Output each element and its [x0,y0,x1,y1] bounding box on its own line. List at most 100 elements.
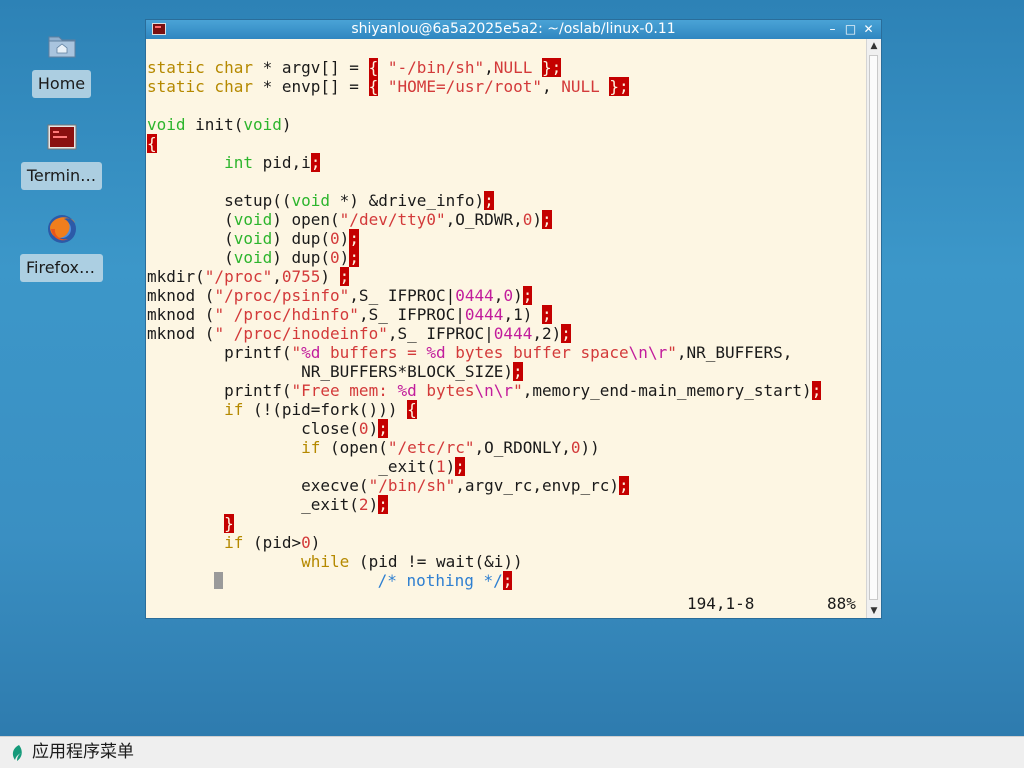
code-token: }; [541,58,562,77]
code-line: (void) dup(0); [147,248,821,267]
terminal-content[interactable]: static char * argv[] = { "-/bin/sh",NULL… [146,39,866,618]
code-token: void [233,248,273,267]
code-token [147,400,224,419]
desktop-icon-terminal[interactable]: Termin… [18,120,105,190]
terminal-icon [45,120,79,154]
code-token: %d [397,381,417,400]
code-token: 0 [330,248,340,267]
desktop-icon-label: Home [31,70,92,98]
code-token: ) [445,457,456,476]
code-token: ; [349,248,359,267]
code-token: }; [609,77,629,96]
code-token: (open( [320,438,388,457]
code-line [147,172,821,191]
terminal-window[interactable]: shiyanlou@6a5a2025e5a2: ~/oslab/linux-0.… [145,19,882,619]
code-token: void [291,191,331,210]
window-titlebar[interactable]: shiyanlou@6a5a2025e5a2: ~/oslab/linux-0.… [146,20,881,39]
code-token: ,S_ IFPROC| [358,305,465,324]
code-token: ; [378,419,388,438]
code-token: ( [147,248,234,267]
code-line: (void) open("/dev/tty0",O_RDWR,0); [147,210,821,229]
code-token: static char [147,77,253,96]
scrollbar-thumb[interactable] [869,55,878,600]
code-token: "/dev/tty0" [339,210,446,229]
code-token: static char [147,58,253,77]
code-token: ( [147,229,234,248]
code-token: mkdir( [147,267,205,286]
applications-menu-button[interactable]: 应用程序菜单 [0,737,142,768]
desktop-icon-label: Firefox … [20,254,103,282]
code-token: ) dup( [272,248,331,267]
firefox-icon [45,212,79,246]
window-title: shiyanlou@6a5a2025e5a2: ~/oslab/linux-0.… [351,21,676,37]
code-token: ; [484,191,494,210]
code-token: printf( [147,381,292,400]
code-token: void [243,115,282,134]
code-token: 0444 [493,324,533,343]
code-token: "Free mem: [291,381,398,400]
code-token: if [224,400,244,419]
code-token: NULL [493,58,533,77]
code-line: printf("%d buffers = %d bytes buffer spa… [147,343,821,362]
code-line: NR_BUFFERS*BLOCK_SIZE); [147,362,821,381]
code-token: mknod ( [147,305,215,324]
vertical-scrollbar[interactable]: ▲ ▼ [866,39,881,618]
desktop-icon-home[interactable]: Home [18,28,105,98]
code-token: , [272,267,282,286]
code-token: ,1) [503,305,542,324]
code-token: ) [368,419,379,438]
code-line: if (open("/etc/rc",O_RDONLY,0)) [147,438,821,457]
applications-menu-label: 应用程序菜单 [32,742,134,762]
code-line: /* nothing */; [147,571,821,590]
code-token [378,77,388,96]
code-token: ) [310,533,321,552]
code-token: , [493,286,504,305]
code-token: ,O_RDWR, [445,210,523,229]
code-token: bytes [416,381,475,400]
vim-scroll-percent: 88% [827,594,856,613]
minimize-button[interactable]: – [829,22,836,36]
code-token: void [147,115,186,134]
code-token: , [484,58,494,77]
code-token: "HOME=/usr/root" [387,77,542,96]
vim-buffer[interactable]: static char * argv[] = { "-/bin/sh",NULL… [147,39,822,590]
code-line [147,96,821,115]
code-line: (void) dup(0); [147,229,821,248]
code-token: ) [281,115,292,134]
code-line: if (pid>0) [147,533,821,552]
code-token: ) open( [272,210,340,229]
code-token: close( [147,419,359,438]
code-token: "-/bin/sh" [387,58,485,77]
code-token: mknod ( [147,324,215,343]
code-line: printf("Free mem: %d bytes\n\r",memory_e… [147,381,822,400]
code-token: ; [561,324,571,343]
code-line: static char * envp[] = { "HOME=/usr/root… [147,77,821,96]
code-token: ) dup( [272,229,331,248]
code-token: "/proc" [204,267,273,286]
code-token: * envp[] = [252,77,369,96]
code-line: _exit(2); [147,495,821,514]
maximize-button[interactable]: □ [844,22,857,36]
code-line: void init(void) [147,115,821,134]
code-token: %d [426,343,446,362]
code-line: close(0); [147,419,821,438]
home-folder-icon [45,28,79,62]
scroll-up-arrow-icon[interactable]: ▲ [870,41,878,51]
scroll-down-arrow-icon[interactable]: ▼ [870,606,878,616]
code-line: while (pid != wait(&i)) [147,552,821,571]
code-token: mknod ( [147,286,215,305]
code-token: 0 [301,533,311,552]
code-line: { [147,134,821,153]
code-token: setup(( [147,191,292,210]
code-token: ; [502,571,513,590]
code-line: execve("/bin/sh",argv_rc,envp_rc); [147,476,821,495]
close-button[interactable]: ✕ [863,22,874,36]
code-token: if [301,438,321,457]
code-token: ( [147,210,234,229]
code-token: 0 [358,419,369,438]
code-line: int pid,i; [147,153,821,172]
code-line: } [147,514,821,533]
code-token: { [368,77,379,96]
desktop-icon-firefox[interactable]: Firefox … [18,212,105,282]
code-token: 0 [522,210,533,229]
